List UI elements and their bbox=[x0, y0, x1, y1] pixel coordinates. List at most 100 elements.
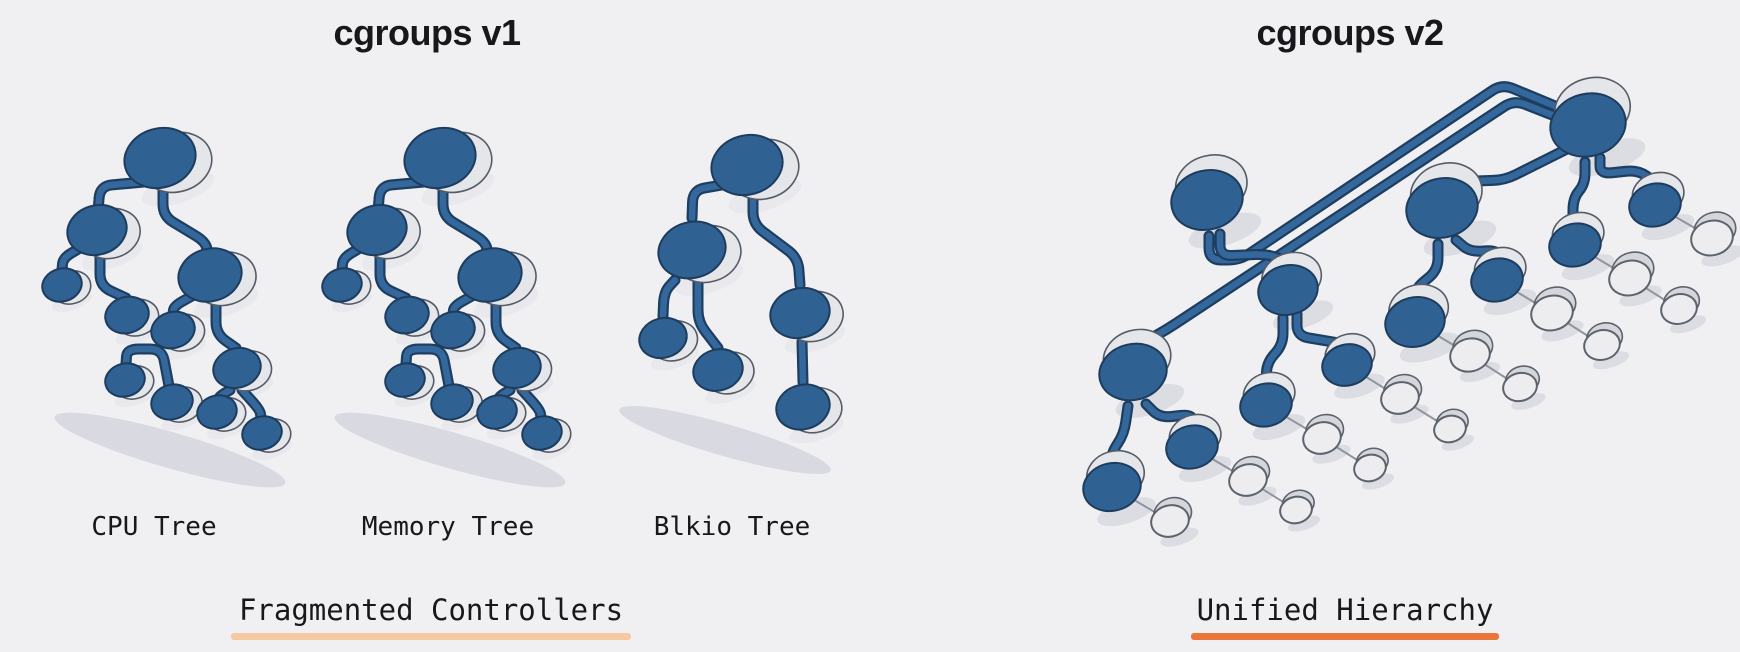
tree-node bbox=[1302, 421, 1342, 455]
tree-node bbox=[66, 203, 128, 257]
node-shadow bbox=[1160, 527, 1199, 547]
tree-node bbox=[1353, 453, 1387, 483]
tree-node bbox=[1165, 424, 1219, 470]
tree-node bbox=[775, 383, 831, 431]
tree-node bbox=[1548, 222, 1602, 268]
pipe-edge bbox=[374, 178, 428, 216]
pipe-edge bbox=[1444, 146, 1569, 186]
tree-node bbox=[1628, 182, 1682, 228]
pipe-edge bbox=[798, 338, 807, 386]
tree-shadow bbox=[619, 406, 831, 474]
tree-node bbox=[710, 133, 784, 197]
node-shadow bbox=[1669, 315, 1707, 334]
pipe-edge bbox=[449, 292, 476, 318]
pipe-edge bbox=[694, 278, 722, 352]
tree-shadow bbox=[334, 412, 566, 488]
tree-node bbox=[1549, 92, 1627, 158]
tree-node bbox=[1321, 343, 1373, 387]
pipe-edge bbox=[122, 345, 173, 390]
pipe-edge bbox=[1569, 158, 1589, 226]
tree-node bbox=[212, 346, 262, 390]
tree-node bbox=[430, 310, 476, 350]
tree-node bbox=[1530, 294, 1574, 332]
tree-node bbox=[1228, 463, 1268, 497]
tree-node bbox=[41, 267, 83, 303]
pipe-edge bbox=[688, 181, 726, 222]
tree-node bbox=[346, 203, 408, 257]
unified-hierarchy-caption: Unified Hierarchy bbox=[1196, 593, 1494, 627]
memory-tree-label: Memory Tree bbox=[361, 512, 535, 542]
pipe-edge bbox=[169, 292, 196, 318]
tree-node bbox=[384, 362, 426, 398]
tree-node bbox=[1449, 337, 1491, 373]
tree-node bbox=[1380, 381, 1420, 415]
pipe-edge bbox=[1293, 310, 1349, 348]
tree-node bbox=[1170, 169, 1244, 231]
tree-node bbox=[104, 295, 150, 335]
node-shadow bbox=[1441, 434, 1475, 451]
pipe-edge bbox=[212, 298, 240, 352]
tree-node bbox=[177, 247, 243, 303]
tree-node bbox=[1470, 257, 1524, 303]
pipe-edge bbox=[376, 250, 410, 302]
blkio-tree-label: Blkio Tree bbox=[653, 512, 811, 542]
unified-underline bbox=[1191, 633, 1499, 640]
cgroups-v1-title: cgroups v1 bbox=[333, 12, 521, 53]
tree-node bbox=[1082, 461, 1142, 513]
pipe-edge bbox=[402, 345, 453, 390]
tree-node bbox=[457, 247, 523, 303]
tree-node bbox=[1660, 293, 1698, 325]
tree-node bbox=[657, 220, 727, 280]
pipe-edge bbox=[749, 194, 804, 289]
tree-node bbox=[1502, 371, 1538, 403]
tree-node bbox=[241, 415, 283, 451]
tree-node bbox=[769, 286, 831, 340]
tree-node bbox=[476, 394, 518, 430]
tree-node bbox=[1405, 177, 1479, 239]
node-shadow bbox=[1701, 245, 1740, 267]
tree-node bbox=[1690, 219, 1734, 257]
pipe-edge bbox=[1262, 314, 1287, 386]
pipe-edge bbox=[492, 298, 520, 352]
tree-node bbox=[1239, 382, 1293, 428]
tree-node bbox=[123, 126, 197, 190]
pipe-edge bbox=[1596, 154, 1659, 186]
node-shadow bbox=[1592, 351, 1630, 370]
tree-node bbox=[1257, 264, 1319, 316]
pipe-edge bbox=[94, 178, 148, 216]
cpu-tree-label: CPU Tree bbox=[91, 512, 217, 542]
tree-node bbox=[150, 383, 194, 421]
tree-node bbox=[430, 383, 474, 421]
tree-node bbox=[692, 348, 744, 392]
tree-node bbox=[638, 316, 688, 360]
tree-shadow bbox=[54, 412, 286, 488]
fragmented-controllers-caption: Fragmented Controllers bbox=[238, 593, 624, 627]
pipe-edge bbox=[659, 276, 679, 320]
tree-node bbox=[384, 295, 430, 335]
tree-node bbox=[196, 394, 238, 430]
tree-node bbox=[1150, 504, 1190, 538]
pipe-edge bbox=[518, 386, 545, 422]
pipe-edge bbox=[238, 386, 265, 422]
tree-node bbox=[321, 267, 363, 303]
pipe-edge bbox=[58, 244, 84, 274]
tree-node bbox=[1098, 342, 1168, 402]
tree-node bbox=[1384, 296, 1446, 348]
tree-node bbox=[492, 346, 542, 390]
tree-node bbox=[403, 126, 477, 190]
pipe-edge bbox=[338, 244, 364, 274]
node-shadow bbox=[1511, 392, 1546, 410]
pipe-edge bbox=[159, 186, 212, 260]
tree-node bbox=[1279, 495, 1313, 525]
tree-node bbox=[1583, 329, 1621, 361]
node-shadow bbox=[1287, 515, 1321, 532]
tree-node bbox=[521, 415, 563, 451]
pipe-edge bbox=[439, 186, 492, 260]
node-shadow bbox=[1361, 473, 1395, 490]
pipe-edge bbox=[1216, 230, 1292, 266]
pipe-edge bbox=[96, 250, 130, 302]
tree-node bbox=[1433, 414, 1467, 444]
tree-node bbox=[1608, 259, 1652, 297]
